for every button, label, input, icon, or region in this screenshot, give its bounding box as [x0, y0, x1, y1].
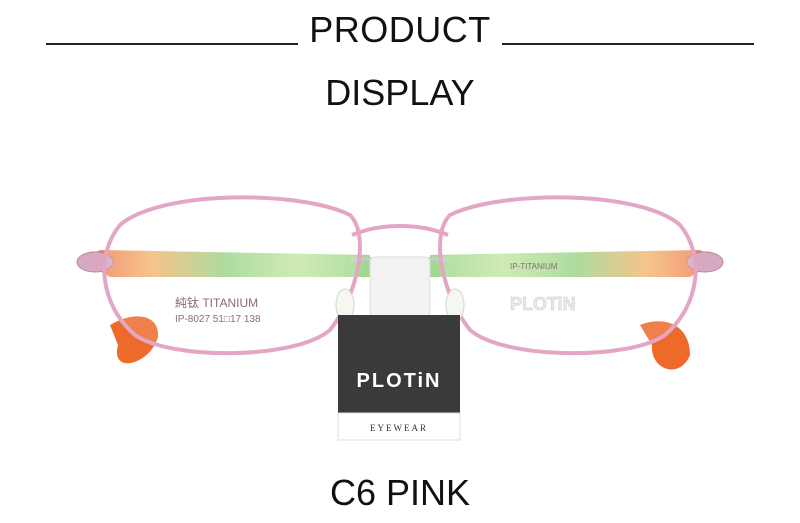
temple-tip-left: [110, 316, 159, 364]
lens-rim-right: [438, 195, 698, 356]
page-heading: PRODUCT: [0, 10, 800, 50]
temple-print-left-1: 純钛 TITANIUM: [175, 295, 258, 310]
tag-subtitle: EYEWEAR: [370, 423, 428, 433]
temple-right: [430, 250, 720, 277]
bridge: [351, 224, 449, 237]
heading-rule-left: [46, 43, 298, 45]
lens-rim-left: [102, 195, 362, 356]
tag-brand: PLOTiN: [357, 370, 442, 392]
color-caption: C6 PINK: [329, 472, 471, 513]
temple-print-left-2: IP-8027 51□17 138: [175, 314, 261, 325]
temple-tip-right: [640, 321, 690, 370]
heading-rule-right: [502, 43, 754, 45]
heading-title: PRODUCT: [309, 9, 491, 50]
tag-footer: [337, 412, 461, 441]
temple-left: [80, 250, 370, 277]
eyeglasses-photo: 純钛 TITANIUM IP-8027 51□17 138 IP-TITANIU…: [76, 195, 724, 441]
temple-logo: PLOTiN: [510, 294, 576, 314]
tag-clip: [369, 256, 431, 318]
heading-subtitle: DISPLAY: [325, 72, 475, 113]
temple-print-right: IP-TITANIUM: [510, 262, 558, 271]
